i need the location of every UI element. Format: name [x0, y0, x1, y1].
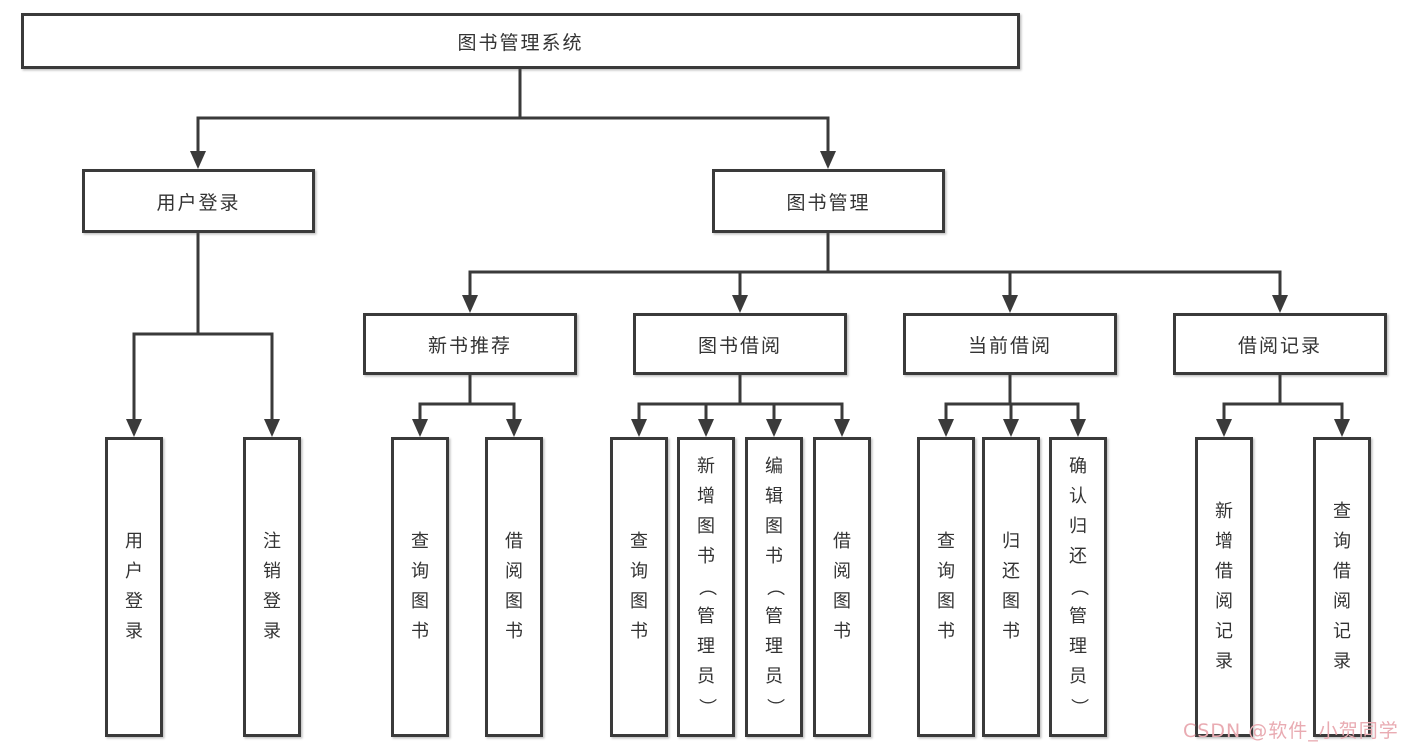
node-borrow-records: 借阅记录 — [1173, 313, 1387, 375]
leaf-add-book-admin: 新增图书（管理员） — [677, 437, 735, 737]
leaf-query-books-recommend: 查询图书 — [391, 437, 449, 737]
leaf-borrow-books: 借阅图书 — [813, 437, 871, 737]
node-new-book-recommend: 新书推荐 — [363, 313, 577, 375]
leaf-logout-login: 注销登录 — [243, 437, 301, 737]
node-book-borrow: 图书借阅 — [633, 313, 847, 375]
leaf-edit-book-admin: 编辑图书（管理员） — [745, 437, 803, 737]
arrowheads — [126, 151, 1350, 437]
node-library-management-system: 图书管理系统 — [21, 13, 1020, 69]
node-current-borrow: 当前借阅 — [903, 313, 1117, 375]
leaf-user-login: 用户登录 — [105, 437, 163, 737]
node-book-management: 图书管理 — [712, 169, 945, 233]
leaf-confirm-return-admin: 确认归还（管理员） — [1049, 437, 1107, 737]
leaf-query-borrow-record: 查询借阅记录 — [1313, 437, 1371, 737]
csdn-watermark: CSDN @软件_小贺同学 — [1183, 720, 1399, 742]
leaf-borrow-books-recommend: 借阅图书 — [485, 437, 543, 737]
leaf-add-borrow-record: 新增借阅记录 — [1195, 437, 1253, 737]
node-user-login: 用户登录 — [82, 169, 315, 233]
leaf-query-books-current: 查询图书 — [917, 437, 975, 737]
leaf-query-books-borrow: 查询图书 — [610, 437, 668, 737]
leaf-return-books: 归还图书 — [982, 437, 1040, 737]
